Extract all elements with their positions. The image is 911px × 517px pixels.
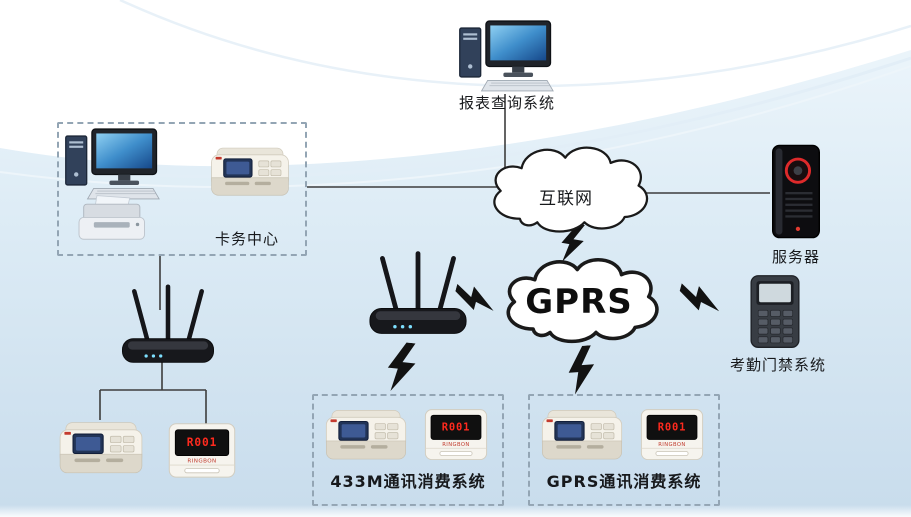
internet-label: 互联网 [539,189,593,209]
gprs-system-label: GPRS通讯消费系统 [546,472,702,491]
wireless-router-left-icon [118,284,218,366]
433m-led-display-icon: R001 RINGBON [420,408,492,466]
printer-icon [72,192,150,246]
gprs-led-display-icon: R001 RINGBON [636,408,708,466]
lightning-bolt-router-433m [385,340,418,394]
gprs-reader-icon [536,402,628,466]
led-display-text: R001 [187,436,217,449]
led-brand-text: RINGBON [442,442,469,448]
bottom-left-led-display-icon: R001 RINGBON [164,422,240,484]
led-brand-text: RINGBON [658,442,685,448]
attendance-terminal-icon [744,274,806,350]
lightning-bolt-gprs-attendance [676,281,725,316]
card-center-reader-icon [206,140,294,202]
gprs-label: GPRS [525,282,633,322]
server-label: 服务器 [771,248,821,266]
bottom-fade [0,505,911,517]
433m-reader-icon [320,402,412,466]
led-display-text: R001 [442,422,470,434]
attendance-label: 考勤门禁系统 [729,356,827,374]
report-computer-icon [458,16,554,96]
report-system-label: 报表查询系统 [458,94,556,112]
card-center-group-box [57,122,307,256]
card-center-label: 卡务中心 [214,230,280,248]
led-brand-text: RINGBON [187,458,216,464]
led-display-text: R001 [658,422,686,434]
bottom-left-reader-icon [54,414,148,480]
wireless-router-center-icon [368,250,468,338]
433m-system-label: 433M通讯消费系统 [330,472,486,491]
server-icon [764,142,828,242]
